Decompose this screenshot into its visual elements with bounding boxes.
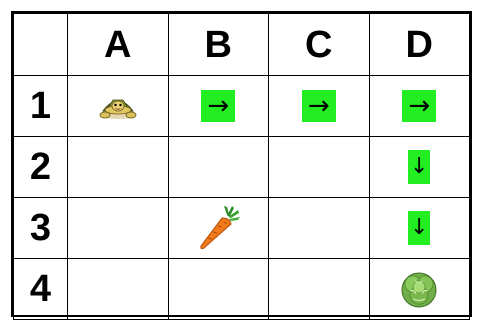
column-header-a: A (68, 14, 169, 76)
grid-row-1: 1 → → (14, 76, 470, 137)
row-header-4: 4 (14, 259, 68, 320)
column-header-c: C (269, 14, 370, 76)
arrow-down-icon: ↓ (408, 150, 430, 184)
cell-c4[interactable] (269, 259, 370, 320)
cell-d2[interactable]: ↓ (369, 137, 470, 198)
row-header-2: 2 (14, 137, 68, 198)
arrow-right-icon: → (302, 90, 336, 122)
cell-c1[interactable]: → (269, 76, 370, 137)
grid-table: A B C D 1 (13, 13, 470, 320)
cell-d3[interactable]: ↓ (369, 198, 470, 259)
header-row: A B C D (14, 14, 470, 76)
cell-b1[interactable]: → (168, 76, 269, 137)
row-header-3: 3 (14, 198, 68, 259)
cell-d1[interactable]: → (369, 76, 470, 137)
corner-cell (14, 14, 68, 76)
lettuce-icon (399, 269, 439, 309)
cell-a1[interactable] (68, 76, 169, 137)
column-header-d: D (369, 14, 470, 76)
cell-c2[interactable] (269, 137, 370, 198)
row-header-1: 1 (14, 76, 68, 137)
carrot-icon (194, 204, 242, 252)
arrow-down-icon: ↓ (408, 211, 430, 245)
cell-a4[interactable] (68, 259, 169, 320)
cell-d4[interactable] (369, 259, 470, 320)
column-header-b: B (168, 14, 269, 76)
game-board: A B C D 1 (11, 11, 472, 317)
grid-row-2: 2 ↓ (14, 137, 470, 198)
cell-b4[interactable] (168, 259, 269, 320)
grid-row-4: 4 (14, 259, 470, 320)
cell-a2[interactable] (68, 137, 169, 198)
cell-c3[interactable] (269, 198, 370, 259)
turtle-icon (97, 91, 139, 121)
grid-row-3: 3 ↓ (14, 198, 470, 259)
arrow-right-icon: → (201, 90, 235, 122)
cell-b2[interactable] (168, 137, 269, 198)
cell-a3[interactable] (68, 198, 169, 259)
arrow-right-icon: → (402, 90, 436, 122)
cell-b3[interactable] (168, 198, 269, 259)
